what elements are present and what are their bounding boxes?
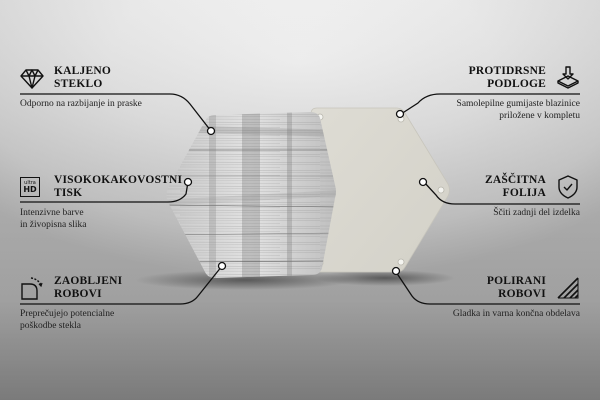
feature-desc-line2: in živopisna slika: [20, 219, 87, 230]
feature-desc-line1: Gladka in varna končna obdelava: [452, 309, 580, 319]
feature-tempered-glass: KALJENO STEKLO Odporno na razbijanje in …: [20, 65, 190, 111]
feature-protective-film: ZAŠČITNA FOLIJA Ščiti zadnji del izdelka: [410, 174, 580, 220]
feature-title-line2: ROBOVI: [54, 288, 102, 300]
feature-title-line2: ROBOVI: [498, 288, 546, 300]
feature-desc-line1: Ščiti zadnji del izdelka: [493, 208, 580, 218]
feature-title-line2: FOLIJA: [502, 187, 546, 199]
feature-title-line2: STEKLO: [54, 78, 103, 90]
pad-press-icon: [556, 66, 580, 90]
feature-desc-line1: Preprečujejo potencialne: [20, 309, 115, 319]
plate-shadow: [315, 270, 455, 286]
feature-high-quality-print: ultra HD VISOKOKAKOVOSTNI TISK Intenzivn…: [20, 174, 190, 231]
rounded-corner-icon: [20, 276, 44, 300]
ultra-hd-top: ultra: [24, 179, 36, 186]
feature-desc-line1: Odporno na razbijanje in praske: [20, 99, 142, 109]
feature-desc-line2: poškodbe stekla: [20, 320, 81, 331]
shield-check-icon: [556, 175, 580, 199]
feature-title-line1: VISOKOKAKOVOSTNI: [54, 174, 183, 186]
wood-texture-hexagon-coaster: [166, 112, 336, 278]
feature-rounded-edges: ZAOBLJENI ROBOVI Preprečujejo potencialn…: [20, 275, 190, 332]
feature-title-line1: PROTIDRSNE: [468, 65, 546, 77]
feature-title-line1: POLIRANI: [486, 275, 546, 287]
feature-polished-edges: POLIRANI ROBOVI Gladka in varna končna o…: [410, 275, 580, 321]
feature-title-line2: TISK: [54, 187, 83, 199]
connector-dots: [183, 109, 428, 276]
feature-anti-slip-pads: PROTIDRSNE PODLOGE Samolepilne gumijaste…: [410, 65, 580, 122]
ultra-hd-icon: ultra HD: [20, 175, 44, 199]
feature-desc-line2: priložene v kompletu: [499, 110, 580, 121]
diamond-icon: [20, 66, 44, 90]
background-floor: [0, 300, 600, 400]
connector-lines: [20, 93, 580, 305]
ultra-hd-bottom: HD: [23, 184, 37, 194]
feature-title-line1: KALJENO: [54, 65, 111, 77]
feature-title-line1: ZAŠČITNA: [484, 174, 546, 186]
feature-title-line1: ZAOBLJENI: [54, 275, 123, 287]
feature-title-line2: PODLOGE: [487, 78, 546, 90]
feature-desc-line1: Intenzivne barve: [20, 208, 84, 218]
feature-desc-line1: Samolepilne gumijaste blazinice: [456, 99, 580, 109]
polished-edge-icon: [556, 276, 580, 300]
